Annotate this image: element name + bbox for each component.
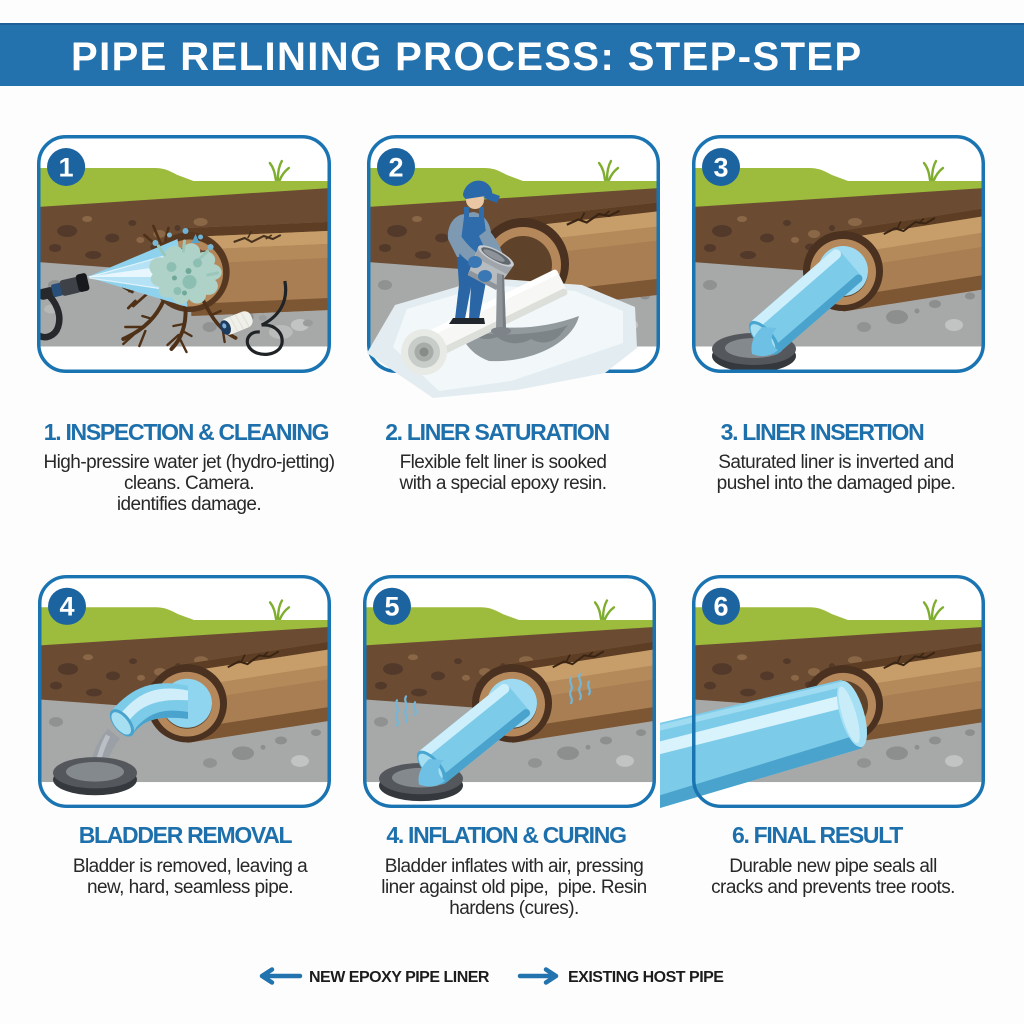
svg-text:6: 6 (713, 592, 728, 622)
svg-text:2: 2 (388, 153, 403, 183)
svg-text:1: 1 (59, 153, 74, 183)
svg-text:4: 4 (59, 592, 74, 622)
svg-text:3: 3 (713, 153, 728, 183)
svg-text:5: 5 (384, 592, 399, 622)
